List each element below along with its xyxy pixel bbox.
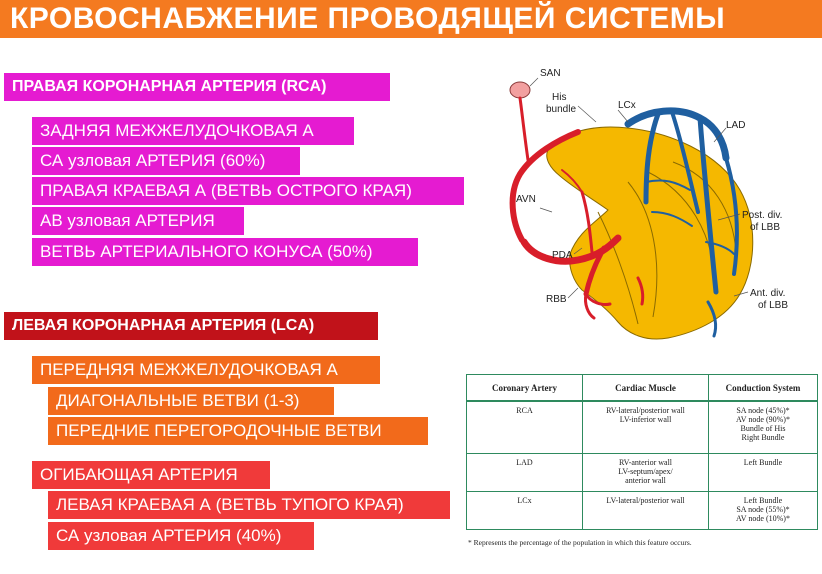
rca-heading: ПРАВАЯ КОРОНАРНАЯ АРТЕРИЯ (RCA) (4, 73, 390, 101)
label-lad: LAD (726, 120, 745, 131)
label-avn: AVN (516, 194, 536, 205)
label-pda: PDA (552, 250, 573, 261)
label-his-bundle-2: bundle (546, 104, 576, 115)
table-row: LCx LV-lateral/posterior wall Left Bundl… (467, 491, 817, 529)
rca-item-av-node-artery: АВ узловая АРТЕРИЯ (32, 207, 244, 235)
cell-artery: RCA (467, 401, 583, 454)
table-footnote: * Represents the percentage of the popul… (468, 538, 692, 547)
label-ant-div-2: of LBB (758, 300, 788, 311)
conduction-system-shape (546, 126, 754, 340)
title-bar: КРОВОСНАБЖЕНИЕ ПРОВОДЯЩЕЙ СИСТЕМЫ (0, 0, 822, 38)
cell-conduction: SA node (45%)* AV node (90%)* Bundle of … (708, 401, 817, 454)
page-title: КРОВОСНАБЖЕНИЕ ПРОВОДЯЩЕЙ СИСТЕМЫ (10, 2, 726, 35)
coronary-supply-table: Coronary Artery Cardiac Muscle Conductio… (466, 374, 818, 530)
rca-item-posterior-interventricular: ЗАДНЯЯ МЕЖЖЕЛУДОЧКОВАЯ А (32, 117, 354, 145)
label-rbb: RBB (546, 294, 567, 305)
header-cardiac-muscle: Cardiac Muscle (582, 375, 709, 402)
rca-item-right-marginal: ПРАВАЯ КРАЕВАЯ А (ВЕТВЬ ОСТРОГО КРАЯ) (32, 177, 464, 205)
cell-muscle: RV-anterior wall LV-septum/apex/ anterio… (582, 453, 709, 492)
label-lcx: LCx (618, 100, 636, 111)
cell-artery: LAD (467, 453, 583, 492)
cell-muscle: RV-lateral/posterior wall LV-inferior wa… (582, 401, 709, 454)
rca-item-conus-branch: ВЕТВЬ АРТЕРИАЛЬНОГО КОНУСА (50%) (32, 238, 418, 266)
lca-heading: ЛЕВАЯ КОРОНАРНАЯ АРТЕРИЯ (LCA) (4, 312, 378, 340)
cell-conduction: Left Bundle SA node (55%)* AV node (10%)… (736, 495, 790, 523)
lad-item-diagonal-branches: ДИАГОНАЛЬНЫЕ ВЕТВИ (1-3) (48, 387, 334, 415)
cell-conduction: Left Bundle (708, 453, 817, 492)
lad-item-anterior-interventricular: ПЕРЕДНЯЯ МЕЖЖЕЛУДОЧКОВАЯ А (32, 356, 380, 384)
san-node (509, 81, 531, 99)
cell-artery: LCx (467, 491, 583, 529)
header-coronary-artery: Coronary Artery (467, 375, 583, 402)
lca-vessels (624, 107, 739, 338)
label-san: SAN (540, 68, 561, 79)
heart-illustration: SAN His bundle LCx LAD AVN Post. div. of… (509, 68, 788, 340)
conduction-system-diagram: SAN His bundle LCx LAD AVN Post. div. of… (478, 62, 798, 362)
label-post-div-1: Post. div. (742, 210, 782, 221)
lcx-item-left-marginal: ЛЕВАЯ КРАЕВАЯ А (ВЕТВЬ ТУПОГО КРАЯ) (48, 491, 450, 519)
lad-item-septal-branches: ПЕРЕДНИЕ ПЕРЕГОРОДОЧНЫЕ ВЕТВИ (48, 417, 428, 445)
table-row: RCA RV-lateral/posterior wall LV-inferio… (467, 401, 817, 454)
lcx-item-circumflex: ОГИБАЮЩАЯ АРТЕРИЯ (32, 461, 270, 489)
header-conduction-system: Conduction System (708, 375, 817, 402)
rca-vessels (509, 96, 645, 320)
table-row: LAD RV-anterior wall LV-septum/apex/ ant… (467, 453, 817, 492)
label-his-bundle-1: His (552, 92, 566, 103)
rca-item-sa-node-artery: СА узловая АРТЕРИЯ (60%) (32, 147, 300, 175)
label-ant-div-1: Ant. div. (750, 288, 785, 299)
lcx-item-sa-node-artery: СА узловая АРТЕРИЯ (40%) (48, 522, 314, 550)
cell-muscle: LV-lateral/posterior wall (582, 491, 709, 529)
coronary-table: Coronary Artery Cardiac Muscle Conductio… (467, 375, 817, 529)
label-post-div-2: of LBB (750, 222, 780, 233)
